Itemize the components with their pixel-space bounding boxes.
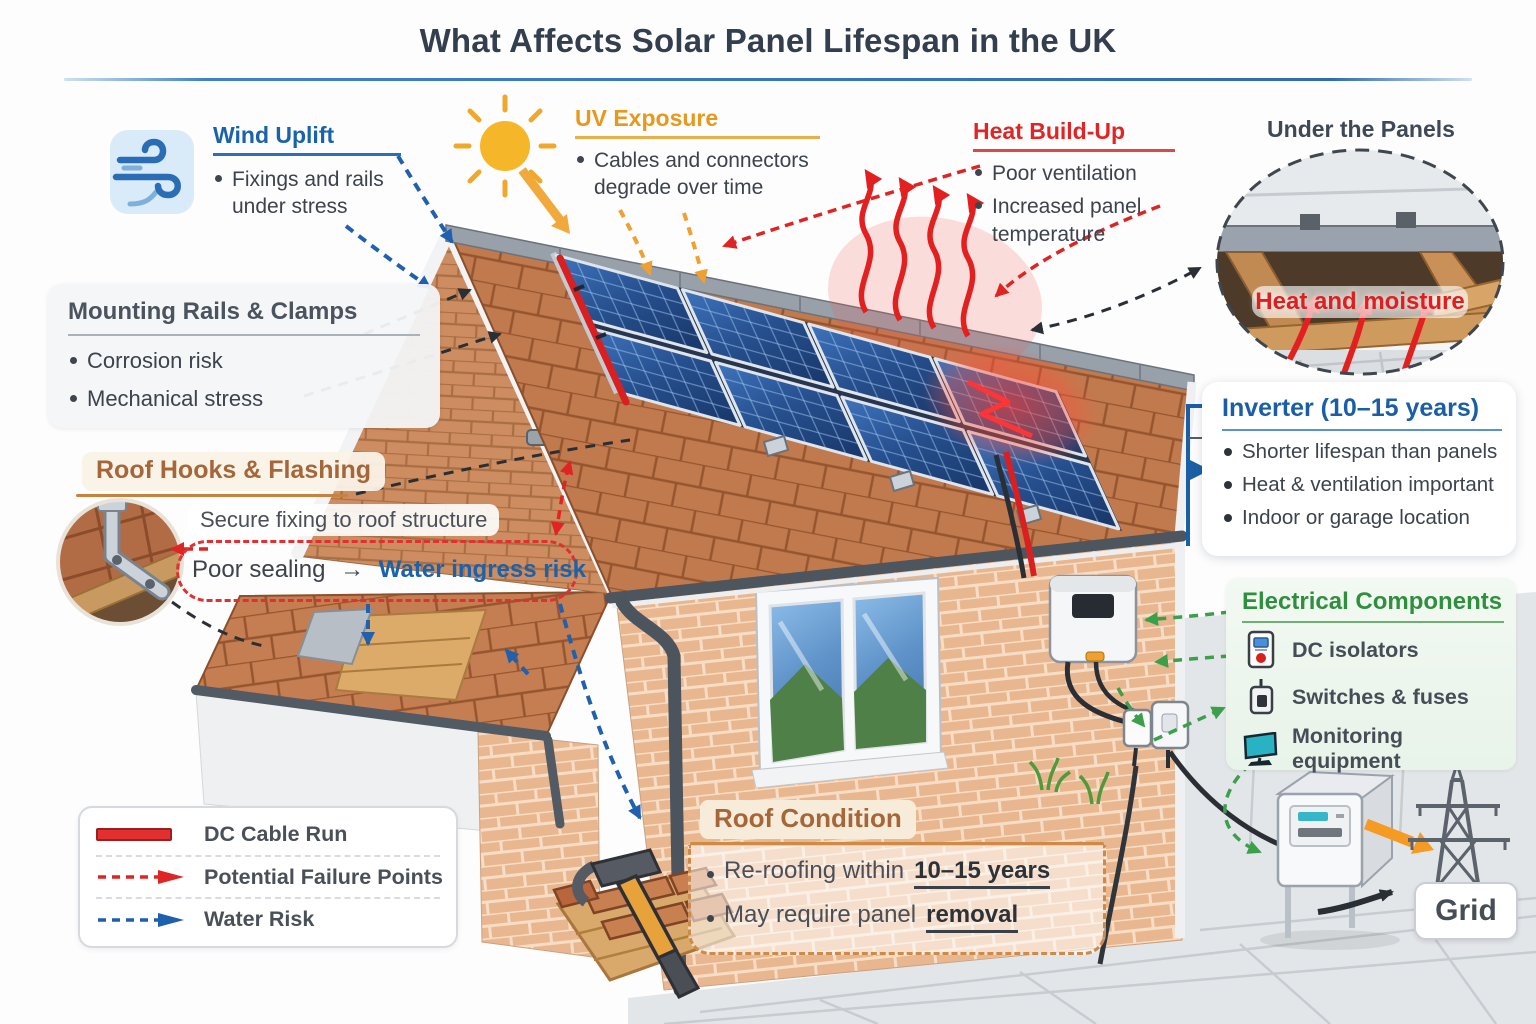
uv-exposure-bullet: Cables and connectors degrade over time — [594, 149, 809, 200]
bullet-dot — [70, 395, 77, 402]
monitor-icon — [1242, 732, 1280, 766]
heat-bullet-2: Increased panel temperature — [992, 195, 1142, 246]
uv-arrows — [618, 209, 708, 284]
heat-bullet-1: Poor ventilation — [992, 162, 1137, 185]
grid-cable-arrow — [1317, 889, 1394, 915]
export-arrow — [1363, 818, 1434, 854]
roof-condition-bullet-1: Re-roofing within — [724, 857, 905, 884]
mounting-rails-heading: Mounting Rails & Clamps — [68, 298, 420, 336]
section-heat-buildup: Heat Build-Up Poor ventilation Increased… — [973, 118, 1201, 248]
section-roof-condition: Re-roofing within 10–15 years May requir… — [688, 845, 1106, 955]
wind-uplift-heading: Wind Uplift — [213, 122, 401, 156]
section-electrical: Electrical Components DC isolators Switc… — [1226, 578, 1516, 773]
roof-hooks-underline — [76, 494, 348, 497]
legend-row-water-risk: Water Risk — [96, 897, 440, 940]
legend-label: DC Cable Run — [204, 821, 348, 846]
extension-roof — [191, 590, 614, 959]
legend-row-failure-points: Potential Failure Points — [96, 854, 443, 898]
switch-fuse-icon — [1242, 677, 1280, 717]
legend-label: Potential Failure Points — [204, 864, 443, 889]
bullet-dot — [707, 871, 714, 878]
roof-condition-years: 10–15 years — [914, 857, 1051, 889]
wind-uplift-bullet: Fixings and rails under stress — [232, 168, 384, 219]
section-inverter: Inverter (10–15 years) Shorter lifespan … — [1202, 382, 1516, 556]
bullet-dot — [975, 169, 982, 176]
electrical-arrows — [1116, 610, 1262, 854]
heat-arrows — [858, 169, 985, 338]
bullet-dot — [975, 202, 982, 210]
roof-hooks-line2: Poor sealing → Water ingress risk — [192, 556, 586, 584]
roof-condition-removal: removal — [926, 901, 1019, 933]
legend: DC Cable Run Potential Failure Points Wa… — [78, 806, 458, 948]
roof-condition-heading: Roof Condition — [700, 800, 916, 839]
flashing — [296, 607, 374, 666]
uv-exposure-heading: UV Exposure — [575, 105, 820, 139]
dc-cable — [556, 254, 1037, 579]
sun-icon — [453, 94, 570, 234]
grass — [1028, 757, 1110, 805]
mounting-bullet-2: Mechanical stress — [87, 386, 264, 411]
electrical-heading: Electrical Components — [1242, 588, 1504, 623]
roof-condition-bullet-2: May require panel — [724, 901, 917, 928]
legend-row-dc-cable: DC Cable Run — [96, 814, 440, 855]
wind-arrows — [344, 154, 454, 290]
dc-cable-swatch — [96, 827, 188, 841]
electrical-item-1: DC isolators — [1292, 637, 1419, 662]
bullet-dot — [215, 175, 222, 182]
bullet-dot — [70, 357, 77, 364]
wind-icon — [110, 130, 194, 214]
water-ingress-label: Water ingress risk — [378, 556, 586, 583]
list-item: DC isolators — [1242, 630, 1504, 670]
page-title: What Affects Solar Panel Lifespan in the… — [419, 22, 1117, 59]
bullet-dot — [1224, 448, 1232, 456]
section-mounting-rails: Mounting Rails & Clamps Corrosion risk M… — [48, 284, 440, 428]
inverter-bullet-1: Shorter lifespan than panels — [1242, 440, 1498, 463]
inverter-bullet-2: Heat & ventilation important — [1242, 473, 1494, 496]
bullet-dot — [577, 156, 584, 163]
under-panels-heading: Under the Panels — [1267, 116, 1455, 142]
roof-hooks-line1: Secure fixing to roof structure — [188, 504, 500, 536]
blue-dashed-arrow-swatch — [96, 911, 188, 929]
electrical-item-3: Monitoring equipment — [1292, 724, 1404, 773]
inverter-unit — [1048, 574, 1138, 664]
section-wind-uplift: Wind Uplift Fixings and rails under stre… — [213, 122, 418, 221]
electrical-item-2: Switches & fuses — [1292, 684, 1469, 709]
water-arrows — [361, 603, 642, 820]
title-underline — [64, 78, 1472, 81]
window — [751, 576, 949, 789]
inverter-bullet-3: Indoor or garage location — [1242, 506, 1470, 529]
water-risk-outline — [176, 540, 578, 602]
mounting-bullet-1: Corrosion risk — [87, 348, 223, 373]
list-item: Switches & fuses — [1242, 677, 1504, 717]
section-uv-exposure: UV Exposure Cables and connectors degrad… — [575, 105, 840, 202]
list-item: Monitoring equipment — [1242, 724, 1504, 774]
heat-buildup-heading: Heat Build-Up — [973, 118, 1175, 152]
roof-condition-underline — [690, 842, 1104, 846]
grid-badge: Grid — [1414, 882, 1518, 940]
bullet-dot — [707, 915, 714, 922]
roof-hook-inset — [56, 498, 184, 626]
poor-sealing-label: Poor sealing — [192, 556, 326, 583]
legend-label: Water Risk — [204, 907, 315, 932]
hot-panel-glow — [921, 344, 1103, 466]
arrow-glyph: → — [340, 556, 365, 583]
roof-hooks-heading: Roof Hooks & Flashing — [82, 452, 385, 491]
gutter-downpipe — [604, 530, 1188, 997]
under-panels-inset — [1215, 148, 1505, 376]
red-dashed-arrow-swatch — [96, 868, 188, 886]
under-panels-caption: Heat and moisture — [1252, 286, 1468, 318]
inverter-heading: Inverter (10–15 years) — [1222, 394, 1502, 431]
dc-isolator-icon — [1242, 630, 1280, 670]
bullet-dot — [1224, 514, 1232, 522]
bullet-dot — [1224, 481, 1232, 489]
